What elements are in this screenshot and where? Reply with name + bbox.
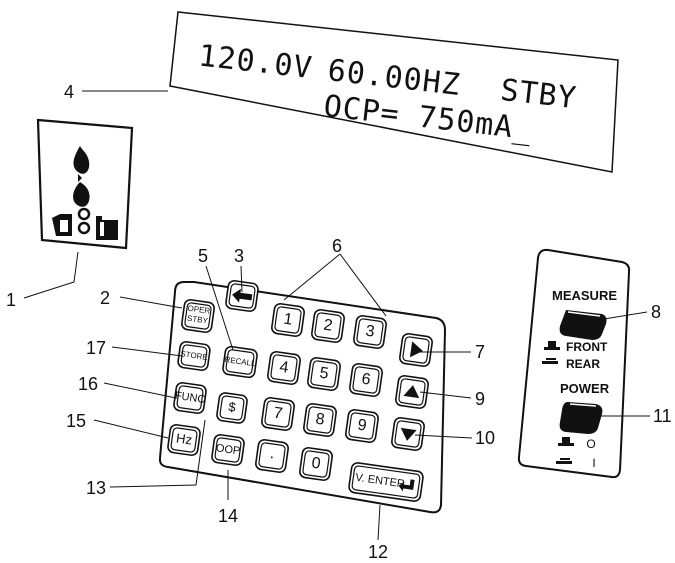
value-enter-key[interactable]: V. ENTER [348, 462, 424, 502]
decimal-point-key[interactable]: . [255, 439, 289, 473]
power-label: POWER [560, 381, 610, 396]
callout-4: 4 [64, 82, 74, 102]
up-arrow-key[interactable] [395, 375, 429, 409]
measure-switch[interactable] [559, 310, 607, 340]
oper-key-label: OPER [187, 304, 211, 316]
right-arrow-key[interactable] [399, 333, 433, 367]
recall-key[interactable]: RECALL [222, 345, 258, 379]
enter-return-icon [398, 479, 415, 492]
func-key-label: FUNC [174, 390, 206, 406]
digit-key-label-7: 7 [272, 405, 283, 423]
callout-13: 13 [86, 478, 106, 498]
front-position-icon [544, 341, 560, 350]
digit-key-label-5: 5 [318, 365, 329, 383]
hz-key[interactable]: Hz [167, 424, 201, 456]
digit-key-7[interactable]: 7 [261, 397, 295, 431]
universal-outlet [36, 118, 134, 250]
digit-key-0[interactable]: 0 [299, 447, 333, 481]
callout-6: 6 [332, 236, 342, 256]
digit-key-label-3: 3 [364, 323, 375, 341]
callout-10: 10 [475, 428, 495, 448]
digit-key-4[interactable]: 4 [267, 351, 301, 385]
digit-key-label-4: 4 [278, 359, 289, 377]
rear-position-icon [542, 358, 558, 364]
digit-key-5[interactable]: 5 [307, 357, 341, 391]
down-arrow-icon [400, 427, 417, 441]
power-off-mark: O [586, 437, 595, 451]
func-key[interactable]: FUNC [173, 382, 207, 414]
lcd-display: 120.0V 60.00HZ STBY OCP= 750mA_ [169, 11, 619, 173]
callout-numbers: 4 1 2 3 5 6 17 16 15 13 14 12 7 9 10 8 1… [6, 82, 672, 562]
measure-label: MEASURE [552, 288, 617, 303]
digit-key-1[interactable]: 1 [271, 303, 305, 337]
decimal-key-label: . [269, 445, 276, 462]
callout-12: 12 [368, 542, 388, 562]
callout-14: 14 [218, 506, 238, 526]
digit-key-8[interactable]: 8 [303, 403, 337, 437]
digit-key-label-2: 2 [322, 317, 333, 335]
backspace-key[interactable] [225, 280, 259, 312]
callout-11: 11 [653, 406, 672, 426]
switch-panel: MEASURE FRONT REAR POWER O I [517, 248, 631, 479]
power-off-position-icon [556, 458, 572, 464]
digit-key-6[interactable]: 6 [349, 363, 383, 397]
callout-7: 7 [475, 342, 485, 362]
store-key[interactable]: STORE [177, 341, 211, 371]
digit-key-label-1: 1 [282, 311, 293, 329]
callout-16: 16 [78, 374, 98, 394]
callout-3: 3 [234, 246, 244, 266]
power-switch[interactable] [559, 402, 603, 434]
digit-key-label-8: 8 [314, 411, 325, 429]
digit-key-9[interactable]: 9 [345, 409, 379, 443]
down-arrow-key[interactable] [391, 417, 425, 451]
callout-8: 8 [651, 302, 661, 322]
oop-key-label: OOP [215, 442, 241, 457]
digit-key-3[interactable]: 3 [353, 315, 387, 349]
callout-15: 15 [66, 411, 86, 431]
power-on-mark: I [592, 456, 595, 470]
callout-2: 2 [100, 288, 110, 308]
front-label: FRONT [566, 340, 608, 354]
lcd-status: STBY [499, 73, 579, 116]
digit-key-2[interactable]: 2 [311, 309, 345, 343]
left-arrow-icon [232, 288, 253, 303]
power-on-position-icon [558, 437, 574, 446]
callout-9: 9 [475, 389, 485, 409]
dollar-key[interactable]: $ [216, 392, 248, 424]
hz-key-label: Hz [175, 430, 193, 447]
callout-1: 1 [6, 290, 16, 310]
dollar-key-label: $ [228, 399, 238, 415]
recall-key-label: RECALL [224, 355, 257, 368]
up-arrow-icon [403, 385, 420, 399]
stby-key-label: STBY [187, 314, 210, 326]
leader-lines [23, 90, 650, 541]
callout-17: 17 [86, 338, 106, 358]
callout-5: 5 [198, 246, 208, 266]
digit-key-label-9: 9 [356, 417, 367, 435]
right-arrow-icon [409, 341, 423, 358]
store-key-label: STORE [180, 349, 208, 362]
oop-key[interactable]: OOP [211, 434, 245, 466]
rear-label: REAR [566, 357, 600, 371]
digit-key-label-6: 6 [360, 371, 371, 389]
digit-key-label-0: 0 [310, 455, 321, 473]
